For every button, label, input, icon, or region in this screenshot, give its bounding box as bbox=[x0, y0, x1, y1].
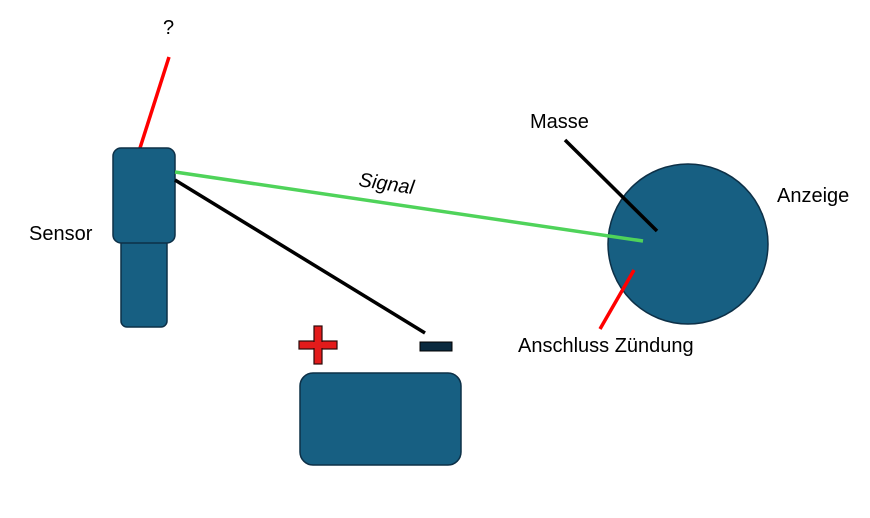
question-label: ? bbox=[163, 17, 174, 39]
battery bbox=[299, 372, 462, 466]
signal-wire bbox=[174, 170, 644, 243]
sensor-head bbox=[112, 147, 176, 244]
anzeige-label: Anzeige bbox=[777, 185, 849, 207]
minus-icon bbox=[419, 341, 453, 352]
sensor-shaft bbox=[120, 237, 168, 328]
plus-icon bbox=[298, 325, 338, 365]
sensor-ground-wire bbox=[174, 178, 426, 335]
anschluss-zuendung-label: Anschluss Zündung bbox=[518, 335, 694, 357]
masse-label: Masse bbox=[530, 111, 589, 133]
display-gauge bbox=[607, 163, 769, 325]
sensor-unknown-wire bbox=[138, 56, 171, 149]
sensor-label: Sensor bbox=[29, 223, 93, 245]
signal-label: Signal bbox=[357, 169, 416, 199]
ignition-wire bbox=[598, 269, 636, 330]
ground-wire bbox=[563, 138, 659, 233]
